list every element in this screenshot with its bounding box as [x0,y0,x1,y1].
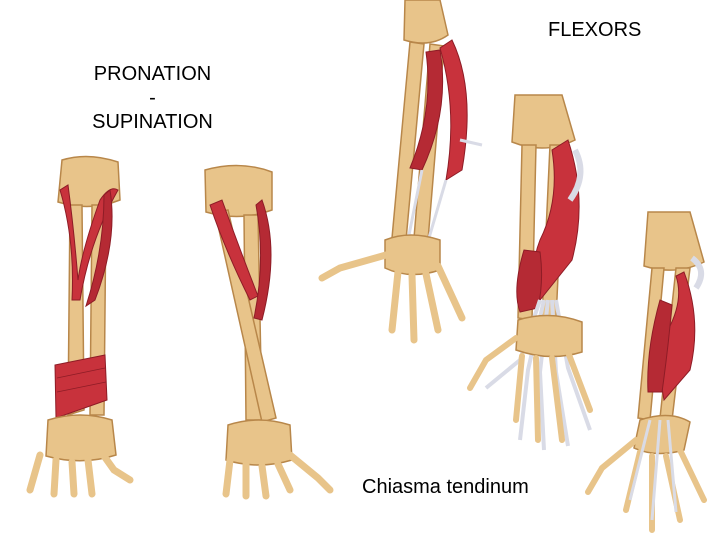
flexors-title: FLEXORS [548,19,642,41]
flexors-hand [585,211,707,533]
pronation-label: PRONATION [93,63,212,85]
forearm-supination [26,155,134,498]
chiasma-tendinum-label: Chiasma tendinum [362,476,529,498]
dash-label: - [149,87,156,109]
pronation-supination-title: PRONATION - SUPINATION [70,62,235,134]
supination-label: SUPINATION [92,111,213,133]
forearm-pronation [204,164,334,500]
flexors-deep [467,94,593,451]
flexors-superficial [318,0,483,344]
